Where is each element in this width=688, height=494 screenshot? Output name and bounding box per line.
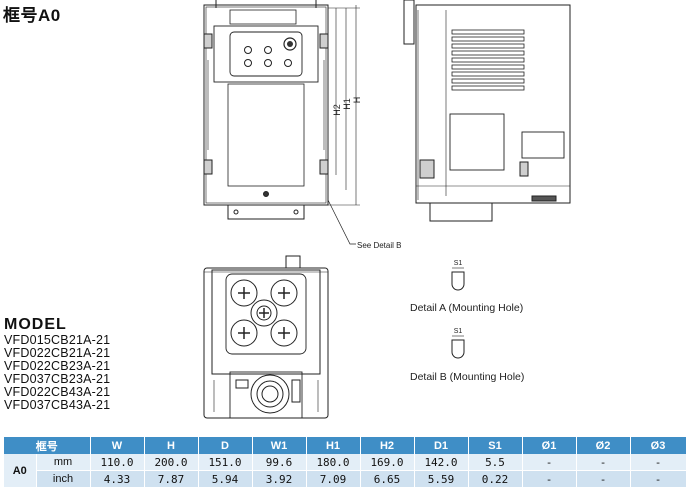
- dim-label-h2: H2: [332, 104, 342, 116]
- dimension-table: 框号 W H D W1 H1 H2 D1 S1 Ø1 Ø2 Ø3 A0 mm 1…: [4, 437, 687, 488]
- header-s1: S1: [468, 437, 523, 454]
- header-h1: H1: [306, 437, 361, 454]
- frame-title: 框号A0: [3, 6, 61, 25]
- model-item: VFD037CB23A-21: [4, 372, 111, 387]
- table-cell: 5.59: [414, 470, 469, 488]
- table-cell: 4.33: [90, 470, 145, 488]
- table-cell: 99.6: [252, 454, 307, 471]
- table-cell: 7.87: [144, 470, 199, 488]
- table-cell: -: [630, 454, 687, 471]
- dim-label-h: H: [352, 97, 362, 104]
- header-phi3: Ø3: [630, 437, 687, 454]
- table-cell: 7.09: [306, 470, 361, 488]
- dim-label-h1: H1: [342, 98, 352, 110]
- detail-b-hole: [451, 335, 465, 359]
- frame-cell: A0: [4, 454, 37, 488]
- see-detail-b-label: See Detail B: [357, 241, 401, 250]
- table-cell: -: [630, 470, 687, 488]
- table-cell: 151.0: [198, 454, 253, 471]
- table-row: A0 mm 110.0 200.0 151.0 99.6 180.0 169.0…: [4, 454, 687, 488]
- table-cell: 200.0: [144, 454, 199, 471]
- table-cell: -: [522, 470, 577, 488]
- table-cell: 169.0: [360, 454, 415, 471]
- detail-b-tag: S1: [454, 328, 463, 335]
- detail-a-hole: [451, 267, 465, 291]
- detail-b-caption: Detail B (Mounting Hole): [410, 371, 525, 383]
- header-h: H: [144, 437, 199, 454]
- header-phi2: Ø2: [576, 437, 631, 454]
- header-h2: H2: [360, 437, 415, 454]
- header-w1: W1: [252, 437, 307, 454]
- unit-cell: mm: [36, 454, 91, 471]
- model-item: VFD022CB21A-21: [4, 346, 111, 361]
- table-cell: 6.65: [360, 470, 415, 488]
- header-phi1: Ø1: [522, 437, 577, 454]
- table-cell: 180.0: [306, 454, 361, 471]
- header-w: W: [90, 437, 145, 454]
- table-cell: 5.94: [198, 470, 253, 488]
- header-d1: D1: [414, 437, 469, 454]
- model-item: VFD015CB21A-21: [4, 333, 111, 347]
- model-item: VFD022CB43A-21: [4, 385, 111, 400]
- table-cell: -: [522, 454, 577, 471]
- front-view: [203, 0, 360, 245]
- header-frame: 框号: [4, 437, 91, 454]
- detail-a-tag: S1: [454, 260, 463, 267]
- bottom-view: [203, 255, 329, 419]
- table-row: inch 4.33 7.87 5.94 3.92 7.09 6.65 5.59 …: [4, 470, 687, 488]
- side-view: [403, 0, 571, 222]
- model-list: VFD015CB21A-21 VFD022CB21A-21 VFD022CB23…: [4, 333, 111, 413]
- detail-a-caption: Detail A (Mounting Hole): [410, 302, 524, 314]
- unit-cell: inch: [36, 470, 91, 488]
- drive-dimension-drawing: H2 H1 H See Detail B S1 S1: [203, 0, 571, 419]
- table-cell: 110.0: [90, 454, 145, 471]
- header-d: D: [198, 437, 253, 454]
- table-cell: 0.22: [468, 470, 523, 488]
- table-cell: 3.92: [252, 470, 307, 488]
- table-cell: 5.5: [468, 454, 523, 471]
- table-cell: -: [576, 454, 631, 471]
- table-cell: 142.0: [414, 454, 469, 471]
- model-item: VFD037CB43A-21: [4, 398, 111, 413]
- model-heading: MODEL: [4, 316, 67, 333]
- table-header-row: 框号 W H D W1 H1 H2 D1 S1 Ø1 Ø2 Ø3: [4, 437, 687, 454]
- table-cell: -: [576, 470, 631, 488]
- model-item: VFD022CB23A-21: [4, 359, 111, 374]
